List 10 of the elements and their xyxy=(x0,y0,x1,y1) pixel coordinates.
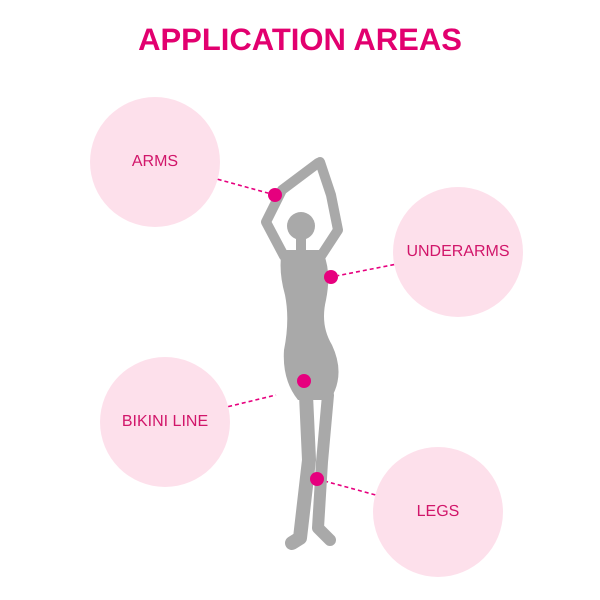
marker-dot xyxy=(268,188,282,202)
marker-dot xyxy=(324,270,338,284)
area-label: BIKINI LINE xyxy=(122,413,208,431)
area-label: UNDERARMS xyxy=(406,243,510,261)
area-label: ARMS xyxy=(132,153,178,171)
leader-line xyxy=(338,264,394,276)
leader-line xyxy=(228,394,276,408)
leader-line xyxy=(217,178,268,194)
area-label: LEGS xyxy=(416,503,460,521)
title: APPLICATION AREAS xyxy=(137,22,463,58)
